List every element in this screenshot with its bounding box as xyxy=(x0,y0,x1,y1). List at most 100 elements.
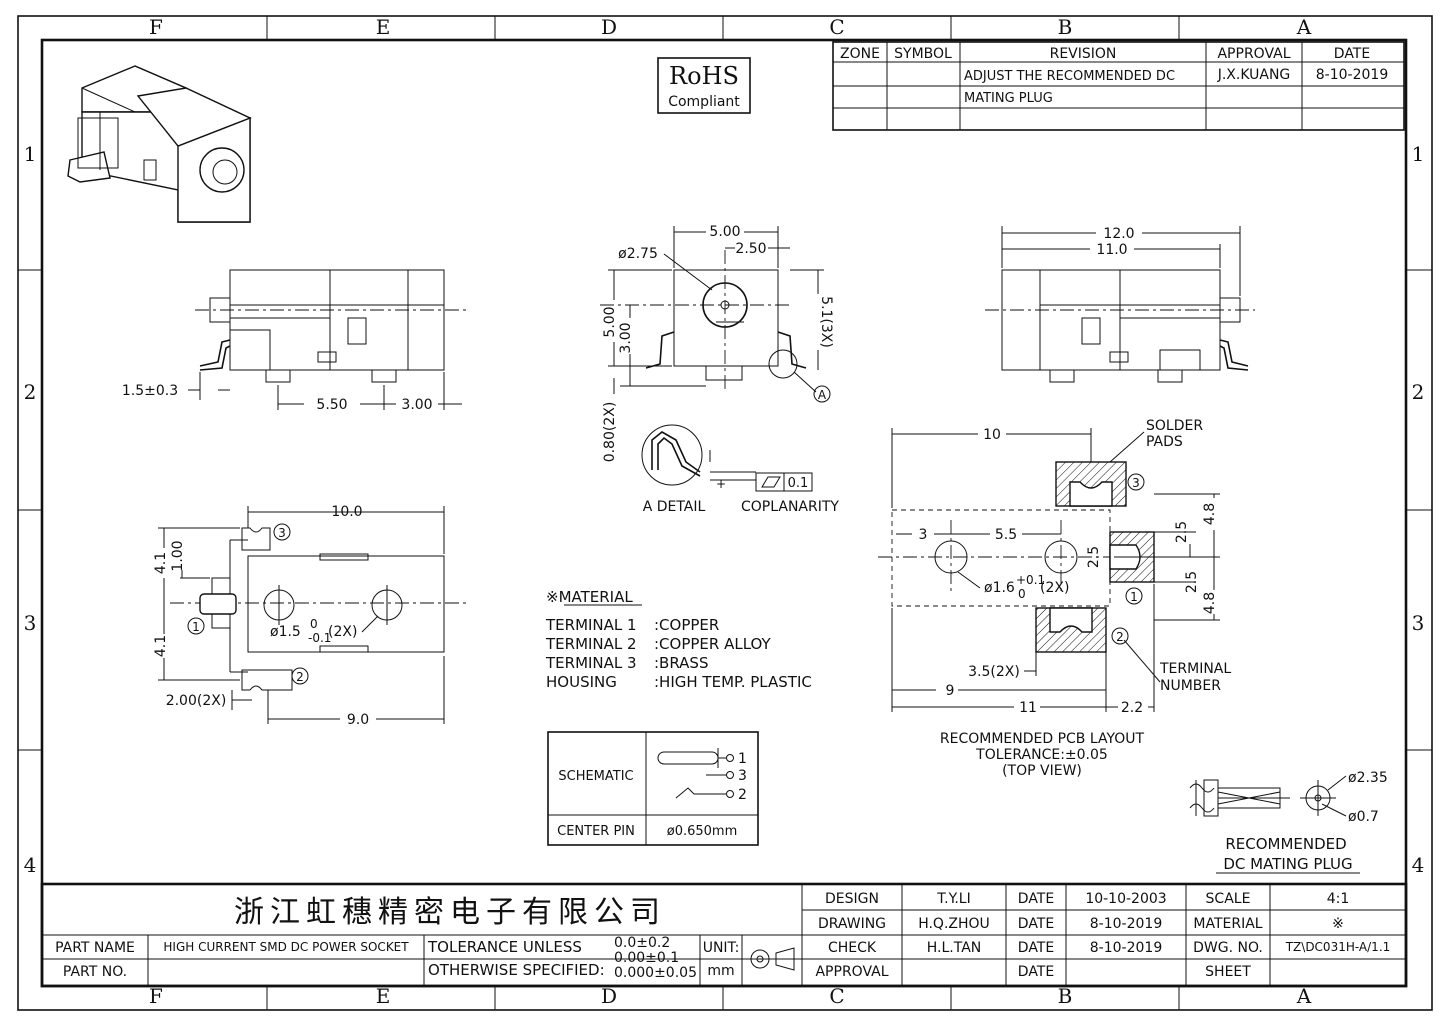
pcb-dim-22: 2.2 xyxy=(1121,700,1143,716)
col-label-top: C xyxy=(829,15,844,39)
drawing-name: H.Q.ZHOU xyxy=(918,916,990,932)
material-value: :BRASS xyxy=(654,654,708,672)
material-value: :HIGH TEMP. PLASTIC xyxy=(654,673,812,691)
rev-approval: J.X.KUANG xyxy=(1217,67,1291,83)
plug-caption-2: DC MATING PLUG xyxy=(1223,855,1352,873)
pin-3-label: 3 xyxy=(738,768,747,784)
material-title: ※MATERIAL xyxy=(546,588,633,606)
material-part: HOUSING xyxy=(546,673,617,691)
tolerance-line-1: TOLERANCE UNLESS xyxy=(427,938,582,956)
pcb-dim-55: 5.5 xyxy=(995,527,1017,543)
material-part: TERMINAL 3 xyxy=(545,654,637,672)
detail-a-label: A DETAIL xyxy=(643,499,706,515)
side-view-left: 1.5±0.3 5.50 3.00 xyxy=(122,269,468,413)
design-label: DESIGN xyxy=(825,891,879,907)
center-pin-label: CENTER PIN xyxy=(557,824,635,839)
material-part: TERMINAL 2 xyxy=(545,635,637,653)
row-label-right: 2 xyxy=(1412,380,1425,404)
isometric-view xyxy=(67,65,252,223)
pcb-dim-48a: 4.8 xyxy=(1202,503,1218,525)
dim-front-right: 5.1(3X) xyxy=(818,296,834,348)
pcb-tolerance: TOLERANCE:±0.05 xyxy=(975,747,1108,763)
col-label-bottom: F xyxy=(149,984,163,1008)
pcb-view: (TOP VIEW) xyxy=(1002,763,1082,779)
terminal-3-label: 3 xyxy=(278,526,286,540)
side-view-right: 12.0 11.0 xyxy=(985,226,1255,383)
rev-header-date: DATE xyxy=(1334,46,1370,62)
col-label-bottom: D xyxy=(601,984,617,1008)
bottom-view: 10.0 4.1 4.1 1.00 1 3 2 ø1.5 0 -0.1 (2X)… xyxy=(153,504,470,728)
rev-header-approval: APPROVAL xyxy=(1217,46,1290,62)
solder-pads-label: SOLDER xyxy=(1146,418,1203,434)
rohs-stamp: RoHS Compliant xyxy=(657,57,751,114)
terminal-2-label: 2 xyxy=(296,670,304,684)
terminal-number-label-2: NUMBER xyxy=(1160,678,1221,694)
pcb-hole-tol-upper: +0.1 xyxy=(1016,573,1045,587)
col-label-bottom: C xyxy=(829,984,844,1008)
approval-date-label: DATE xyxy=(1018,964,1054,980)
dim-bottom-length: 10.0 xyxy=(331,504,362,520)
dim-hole-qty: (2X) xyxy=(328,624,357,640)
schematic-label: SCHEMATIC xyxy=(558,769,633,784)
row-label-left: 2 xyxy=(24,380,37,404)
col-label-bottom: B xyxy=(1058,984,1073,1008)
pcb-layout: 3 1 2 SOLDER PADS 10 3 5.5 ø1.6 +0.1 0 (… xyxy=(878,418,1231,779)
part-no-label: PART NO. xyxy=(63,964,127,980)
design-date-label: DATE xyxy=(1018,891,1054,907)
pcb-terminal-1: 1 xyxy=(1130,590,1138,604)
col-label-top: D xyxy=(601,15,617,39)
check-date: 8-10-2019 xyxy=(1090,940,1162,956)
dwg-number: TZ\DC031H-A/1.1 xyxy=(1285,940,1391,954)
dim-body-length: 11.0 xyxy=(1096,242,1127,258)
dim-total-length: 12.0 xyxy=(1103,226,1134,242)
pcb-hole-qty: (2X) xyxy=(1040,580,1069,596)
pcb-dim-11: 11 xyxy=(1019,700,1037,716)
material-label: MATERIAL xyxy=(1193,916,1262,932)
dim-tab-length: 1.5±0.3 xyxy=(122,383,178,399)
front-view: A 5.00 2.50 ø2.75 5.00 3.00 0.80(2X) 5.1… xyxy=(600,224,834,462)
row-label-left: 4 xyxy=(24,853,37,877)
terminal-1-label: 1 xyxy=(192,620,200,634)
projection-symbol-icon xyxy=(750,949,770,969)
dim-9: 9.0 xyxy=(347,712,369,728)
dim-hole-tol-upper: 0 xyxy=(310,617,318,631)
dim-hole-tol-lower: -0.1 xyxy=(308,631,331,645)
drawing-label: DRAWING xyxy=(818,916,886,932)
material-list: ※MATERIAL TERMINAL 1 :COPPER TERMINAL 2 … xyxy=(545,588,812,691)
scale-value: 4:1 xyxy=(1327,891,1350,907)
rev-header-zone: ZONE xyxy=(840,46,880,62)
dim-front-height: 5.00 xyxy=(602,306,618,337)
rohs-subtitle: Compliant xyxy=(668,94,740,110)
pcb-dim-25b: 2.5 xyxy=(1184,571,1200,593)
unit-value: mm xyxy=(707,963,734,979)
design-date: 10-10-2003 xyxy=(1085,891,1166,907)
dim-left-lower: 4.1 xyxy=(153,635,169,657)
coplanarity-label: COPLANARITY xyxy=(741,499,839,515)
pin-2-label: 2 xyxy=(738,787,747,803)
rev-header-revision: REVISION xyxy=(1050,46,1117,62)
check-name: H.L.TAN xyxy=(927,940,982,956)
terminal-number-label: TERMINAL xyxy=(1159,661,1231,677)
center-pin-value: ø0.650mm xyxy=(667,824,738,839)
drawing-date: 8-10-2019 xyxy=(1090,916,1162,932)
row-label-right: 4 xyxy=(1412,853,1425,877)
unit-label: UNIT: xyxy=(703,940,740,956)
rev-description-1: ADJUST THE RECOMMENDED DC xyxy=(964,69,1175,84)
pcb-dim-3: 3 xyxy=(919,527,928,543)
part-name-label: PART NAME xyxy=(55,940,135,956)
material-part: TERMINAL 1 xyxy=(545,616,637,634)
dim-front-width: 5.00 xyxy=(709,224,740,240)
material-value: :COPPER xyxy=(654,616,719,634)
pcb-dim-25a: 2.5 xyxy=(1174,521,1190,543)
tolerance-line-2: OTHERWISE SPECIFIED: xyxy=(428,961,605,979)
dim-hole-dia: ø2.75 xyxy=(618,246,658,262)
dim-hole-dia-bottom: ø1.5 xyxy=(270,624,301,640)
rohs-title: RoHS xyxy=(669,62,739,90)
detail-a: + A DETAIL 0.1 COPLANARITY xyxy=(641,424,839,515)
rev-date: 8-10-2019 xyxy=(1316,67,1388,83)
pcb-terminal-2: 2 xyxy=(1116,630,1124,644)
plug-dim-outer: ø2.35 xyxy=(1348,770,1388,786)
col-label-top: A xyxy=(1296,15,1312,39)
tolerance-3: 0.000±0.05 xyxy=(614,965,697,981)
